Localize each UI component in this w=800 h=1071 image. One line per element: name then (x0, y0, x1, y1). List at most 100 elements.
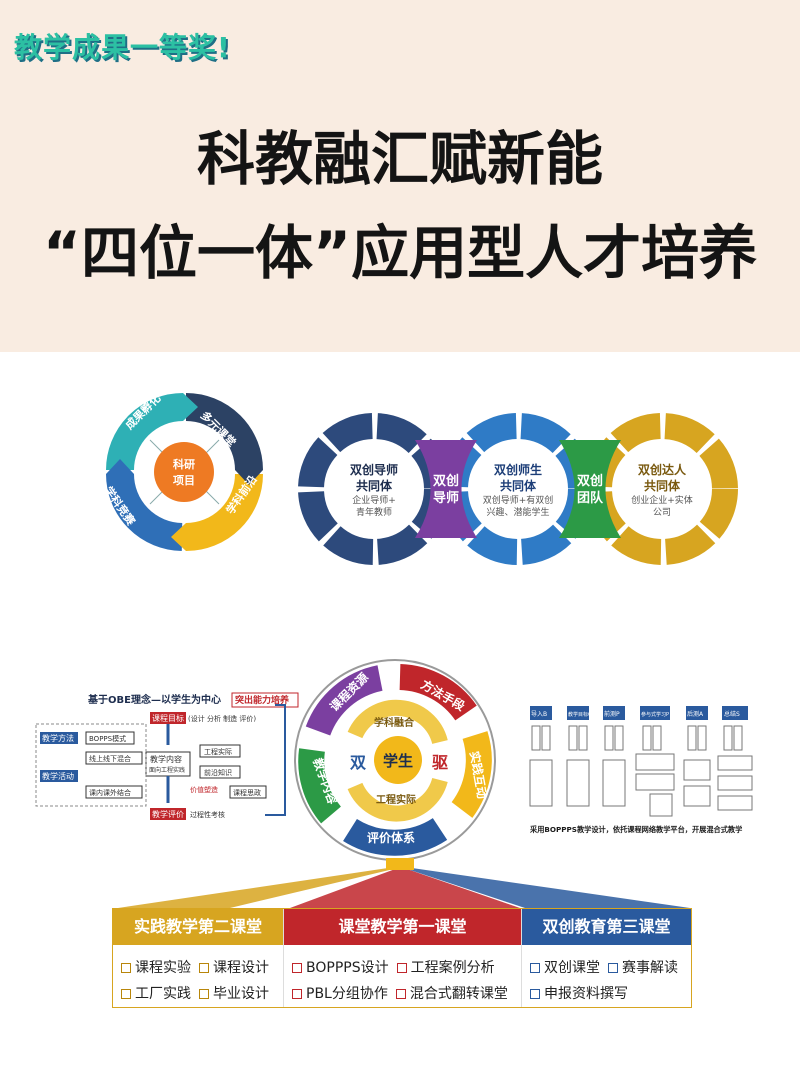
checkbox-icon (121, 963, 131, 973)
bopps-cell (687, 725, 697, 751)
content-sub: 面向工程实践 (149, 766, 185, 774)
circle3-title: 双创达人 (638, 462, 687, 477)
method-box (40, 732, 78, 744)
eval-note: 过程性考核 (190, 810, 225, 819)
frontier-label: 前沿知识 (204, 768, 232, 777)
student-wheel: 课程资源 方法手段 教学内容 评价体系 实践互动 学科融合 工程实际 学生 双 … (294, 659, 496, 861)
online-box (85, 751, 143, 765)
bopps-cell (717, 795, 753, 811)
checkbox-icon (530, 989, 540, 999)
connector-cap (386, 858, 414, 870)
header-banner: 教学成果一等奖! 科教融汇赋新能 “四位一体”应用型人才培养 (0, 0, 800, 352)
checkbox-icon (292, 963, 302, 973)
bopps-step (686, 706, 708, 720)
bopps-step-label: 前测P (604, 710, 620, 718)
bopps-cell (717, 755, 753, 771)
goal-note: (设计 分析 制造 评价) (188, 714, 256, 723)
bopps-cell (683, 759, 711, 781)
connectors (118, 858, 690, 908)
ring-purple (305, 665, 383, 736)
bopps-cell (568, 725, 578, 751)
bopps-cell (683, 785, 711, 807)
connector-blue (404, 868, 690, 908)
diagram-svg: 科研 项目 成果孵化 多元课堂 学科竞赛 学科前沿 双创导师 共同体 企业导师+… (35, 391, 753, 908)
checkbox-icon (530, 963, 540, 973)
bopps-cell (566, 759, 590, 807)
inner-label: 工程实际 (376, 793, 416, 806)
checkbox-icon (199, 963, 209, 973)
bopps-box (85, 731, 135, 745)
bopps-cell (614, 725, 624, 751)
circle-ring-3 (586, 413, 738, 565)
class-item: 混合式翻转课堂 (395, 983, 508, 1003)
class-item: 课程实验 (121, 957, 191, 977)
class-col-innovation: 双创教育第三课堂 双创课堂赛事解读 申报资料撰写 (521, 909, 691, 1007)
link2-text: 双创 (577, 473, 603, 489)
bopps-cell (717, 775, 753, 791)
fusion-label: 课内课外结合 (89, 788, 131, 797)
bopps-cell (635, 773, 675, 791)
checkbox-icon (396, 963, 407, 973)
bopps-step-label: 后测A (687, 710, 704, 718)
community-chain: 双创导师 共同体 企业导师+ 青年教师 双创 导师 双创师生 共同体 双创导师+… (298, 413, 738, 565)
bopps-cell (635, 753, 675, 771)
bopps-step-label: 导入B (531, 711, 547, 718)
link-shape-2 (559, 440, 621, 538)
class-title: 实践教学第二课堂 (113, 909, 283, 945)
link1-text: 导师 (433, 490, 459, 506)
bopps-cell (723, 725, 733, 751)
method-label: 教学方法 (42, 733, 74, 743)
ring-yellow (451, 731, 492, 818)
class-item: 毕业设计 (199, 983, 269, 1003)
bopps-cell (733, 725, 743, 751)
bopps-cell (578, 725, 588, 751)
inner-arc (347, 777, 448, 822)
wheel-left-label: 双 (350, 753, 366, 772)
checkbox-icon (292, 989, 302, 999)
circle2-title: 双创师生 (494, 462, 542, 477)
ideology-box (229, 785, 267, 799)
bopps-label: BOPPS模式 (89, 734, 126, 743)
obe-highlight-box (231, 692, 299, 708)
obe-title: 基于OBE理念—以学生为中心 (87, 693, 221, 706)
class-item: 赛事解读 (608, 957, 678, 977)
circle3-sub: 创业企业+实体 (631, 494, 693, 506)
bopps-step (722, 706, 748, 720)
ring-label: 评价体系 (367, 830, 415, 845)
circle3-sub: 公司 (653, 507, 671, 518)
research-cycle: 科研 项目 成果孵化 多元课堂 学科竞赛 学科前沿 (102, 391, 263, 551)
class-item: 申报资料撰写 (530, 983, 628, 1003)
bopps-caption: 采用BOPPPS教学设计，依托课程网络教学平台，开展混合式教学 (529, 825, 742, 834)
goal-box (150, 712, 186, 724)
circle1-sub: 企业导师+ (352, 494, 396, 506)
bopps-step-label: 总结S (724, 710, 740, 718)
obe-flowchart: 基于OBE理念—以学生为中心 突出能力培养 课程目标 (设计 分析 制造 评价)… (35, 692, 299, 820)
eval-box (150, 808, 186, 820)
ideology-label: 课程思政 (233, 788, 261, 797)
class-item: BOPPPS设计 (292, 957, 389, 977)
connector-gold (118, 868, 398, 908)
bopps-step (567, 706, 589, 720)
bopps-step-label: 教学目标O (568, 711, 592, 718)
cycle-center-text: 科研 (173, 457, 195, 471)
method-group (35, 723, 147, 807)
cycle-arrow-2 (235, 470, 263, 485)
class-item: 工程案例分析 (396, 957, 495, 977)
bopps-cell (649, 793, 673, 817)
class-item: PBL分组协作 (292, 983, 388, 1003)
award-badge: 教学成果一等奖! (14, 31, 231, 64)
bopps-step (530, 706, 552, 720)
title-line-1: 科教融汇赋新能 (196, 125, 603, 193)
circle1-title: 双创导师 (350, 462, 398, 477)
bopps-step (603, 706, 625, 720)
link1-text: 双创 (433, 473, 459, 489)
checkbox-icon (395, 989, 406, 999)
link2-text: 团队 (577, 491, 604, 506)
eval-label: 教学评价 (152, 809, 184, 819)
bopps-cell (602, 759, 626, 807)
goal-label: 课程目标 (152, 713, 184, 723)
bopps-cell (531, 725, 541, 751)
activity-label: 教学活动 (42, 771, 74, 781)
inner-arc (347, 699, 448, 745)
eng-box (199, 744, 241, 758)
